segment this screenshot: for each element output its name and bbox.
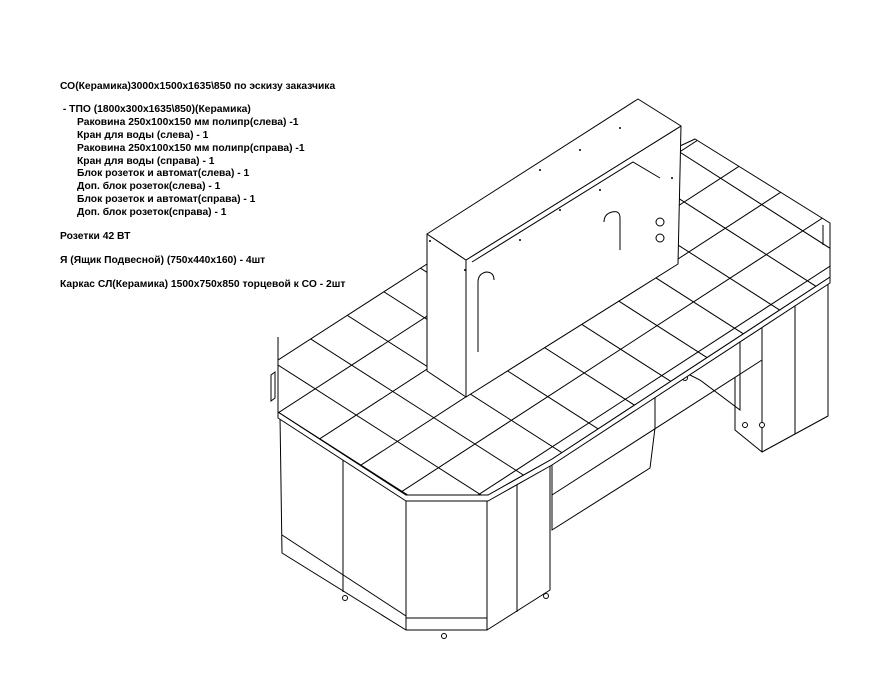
tile-joint — [794, 477, 830, 495]
right-water-tap — [603, 211, 621, 250]
leveling-foot — [543, 593, 549, 599]
spec-item: Блок розеток и автомат(слева) - 1 — [77, 168, 250, 179]
spec-item: Раковина 250x100x150 мм полипр(слева) -1 — [77, 117, 299, 128]
side-handle — [270, 371, 276, 402]
leveling-foot — [742, 422, 748, 428]
spec-frame: Каркас СЛ(Керамика) 1500x750x850 торцево… — [60, 279, 346, 290]
leveling-foot — [342, 595, 348, 601]
spec-item: Доп. блок розеток(слева) - 1 — [77, 181, 221, 192]
tile-joint — [278, 364, 491, 495]
spec-item: Кран для воды (слева) - 1 — [77, 130, 209, 141]
spec-shelf-name: - ТПО (1800x300x1635\850)(Керамика) — [60, 104, 251, 115]
tile-joint — [386, 212, 830, 495]
spec-item: Доп. блок розеток(справа) - 1 — [77, 207, 227, 218]
spec-item: Блок розеток и автомат(справа) - 1 — [77, 194, 256, 205]
corner-door — [405, 497, 488, 631]
spec-item: Раковина 250x100x150 мм полипр(справа) -… — [77, 143, 305, 154]
socket-icon — [655, 233, 665, 243]
left-water-tap — [477, 271, 495, 352]
leveling-foot — [441, 633, 447, 639]
tile-joint — [658, 139, 830, 249]
spec-drawer: Я (Ящик Подвесной) (750x440x160) - 4шт — [60, 255, 266, 266]
socket-icon — [655, 217, 665, 227]
leveling-foot — [759, 422, 765, 428]
tile-joint — [278, 411, 418, 495]
shelf-tpo — [426, 98, 682, 398]
spec-item: Кран для воды (справа) - 1 — [77, 156, 215, 167]
tile-joint — [468, 265, 830, 495]
spec-title: СО(Керамика)3000x1500x1635\850 по эскизу… — [60, 81, 336, 92]
spec-sockets: Розетки 42 ВТ — [60, 231, 131, 242]
